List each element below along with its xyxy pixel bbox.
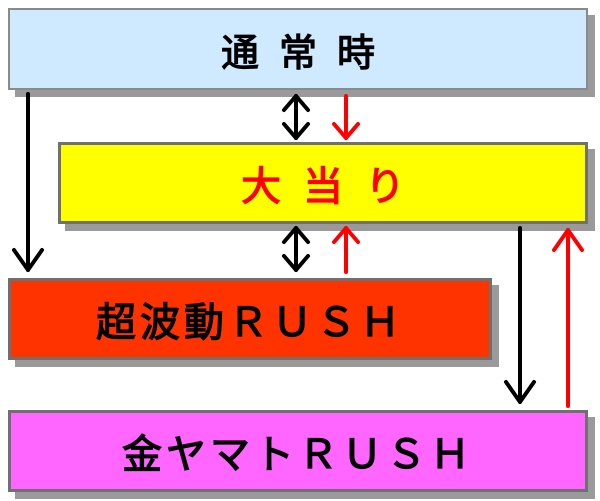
arrow-rush2-to-jackpot [552,228,584,408]
arrow-normal-to-rush1 [12,92,44,272]
state-label-rush1: 超波動ＲＵＳＨ [96,300,404,346]
arrow-normal-jackpot-bidirectional [282,94,310,140]
state-label-rush2: 金ヤマトＲＵＳＨ [122,432,474,478]
state-box-normal: 通常時 [8,8,588,90]
state-box-rush2: 金ヤマトＲＵＳＨ [8,410,588,492]
state-box-jackpot: 大当り [58,142,588,224]
arrow-jackpot-to-rush2 [504,226,536,404]
arrow-rush1-to-jackpot [332,226,360,274]
arrow-jackpot-rush1-bidirectional [282,226,310,272]
state-box-rush1: 超波動ＲＵＳＨ [8,278,492,360]
arrow-normal-to-jackpot [332,94,360,140]
state-label-jackpot: 大当り [241,164,427,210]
state-label-normal: 通常時 [220,30,395,75]
